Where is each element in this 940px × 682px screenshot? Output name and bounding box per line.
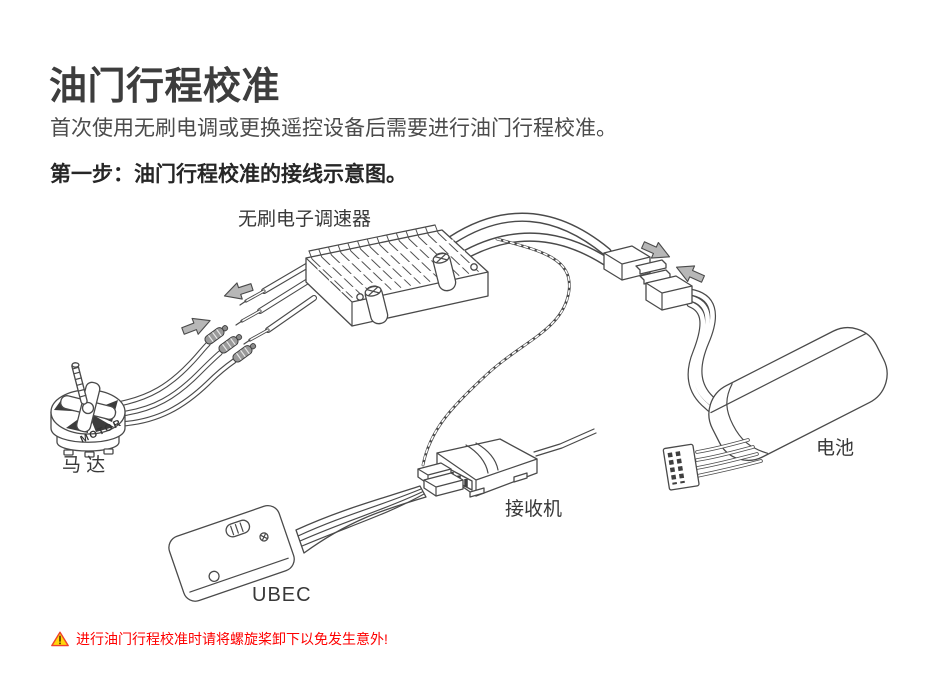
mate-arrow-battery-bottom: [675, 265, 705, 283]
ubec-label: UBEC: [252, 584, 312, 606]
esc-drawing: [305, 224, 489, 327]
ubec-drawing: [168, 504, 295, 602]
motor-drawing: MOTOR: [50, 362, 126, 458]
receiver-drawing: [417, 428, 597, 498]
page-title: 油门行程校准: [49, 66, 281, 109]
battery-drawing: [708, 326, 888, 462]
warning-note: 进行油门行程校准时请将螺旋桨卸下以免发生意外!: [51, 629, 388, 649]
receiver-antenna: [533, 428, 597, 457]
receiver-label: 接收机: [505, 499, 563, 520]
motor-label: 马 达: [62, 455, 106, 476]
balance-connector: [662, 443, 700, 491]
esc-power-wires: [447, 212, 618, 271]
signal-wire: [421, 237, 571, 467]
ubec-ribbon-cable: [295, 485, 427, 554]
mate-arrow-motor-top: [223, 282, 254, 300]
warning-triangle-icon: [51, 631, 69, 647]
mate-arrow-battery-top: [641, 241, 671, 259]
esc-capacitor: [432, 252, 457, 292]
balance-wires: [695, 438, 763, 478]
mate-arrow-motor-bottom: [181, 317, 211, 335]
battery-power-connector: [645, 275, 693, 311]
esc-capacitor: [364, 285, 389, 325]
bullet-connectors: [204, 325, 257, 363]
motor-wires: [115, 341, 237, 427]
esc-power-connector: [603, 245, 671, 285]
esc-phase-wires: [235, 261, 317, 345]
step1-heading: 第一步：油门行程校准的接线示意图。: [50, 163, 407, 187]
battery-label: 电池: [816, 438, 855, 459]
intro-text: 首次使用无刷电调或更换遥控设备后需要进行油门行程校准。: [50, 117, 617, 140]
esc-label: 无刷电子调速器: [238, 209, 372, 230]
warning-text: 进行油门行程校准时请将螺旋桨卸下以免发生意外!: [76, 631, 388, 647]
